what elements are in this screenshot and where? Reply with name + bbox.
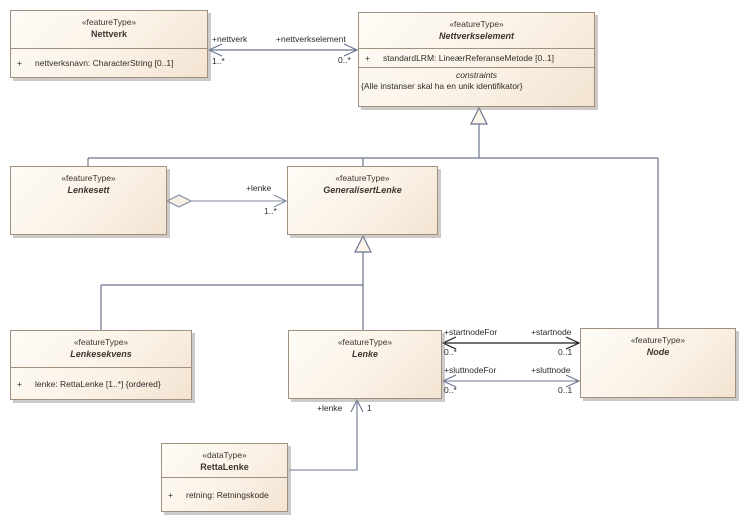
multiplicity-label: 0..* — [444, 347, 457, 357]
stereotype-label: «featureType» — [449, 19, 504, 29]
attribute-text: retning: Retningskode — [186, 489, 269, 500]
role-label-nettverkselement: +nettverkselement — [276, 34, 346, 44]
stereotype-label: «featureType» — [73, 337, 129, 347]
role-label-lenke: +lenke — [246, 183, 272, 193]
class-nettverk[interactable]: «featureType» Nettverk + nettverksnavn: … — [10, 10, 208, 78]
open-arrow-right-icon — [565, 336, 581, 350]
constraints-label: constraints — [455, 70, 498, 80]
class-generalisertlenke[interactable]: «featureType» GeneralisertLenke — [287, 166, 438, 235]
attribute-text: lenke: RettaLenke [1..*] {ordered} — [35, 378, 161, 389]
open-arrow-left-icon — [441, 336, 457, 350]
class-name: Node — [646, 347, 670, 357]
class-lenkesett[interactable]: «featureType» Lenkesett — [10, 166, 167, 235]
attribute-row: + retning: Retningskode — [168, 489, 269, 500]
class-lenke[interactable]: «featureType» Lenke — [288, 330, 442, 399]
attribute-row: + lenke: RettaLenke [1..*] {ordered} — [17, 378, 161, 389]
attribute-text: standardLRM: LineærReferanseMetode [0..1… — [383, 53, 555, 63]
stereotype-label: «featureType» — [630, 335, 686, 345]
constraint-text: {Alle instanser skal ha en unik identifi… — [361, 81, 523, 91]
multiplicity-label: 0..* — [338, 55, 351, 65]
class-name: Lenkesett — [67, 185, 110, 195]
attribute-text: nettverksnavn: CharacterString [0..1] — [35, 58, 174, 68]
association-startnode — [441, 336, 581, 350]
open-arrow-left-icon — [441, 374, 457, 388]
stereotype-label: «featureType» — [81, 17, 137, 27]
association-nettverk-nettverkselement — [207, 43, 359, 57]
attribute-row: + nettverksnavn: CharacterString [0..1] — [17, 58, 174, 68]
generalization-to-nettverkselement — [87, 106, 659, 329]
stereotype-label: «featureType» — [61, 173, 116, 183]
attribute-row: + standardLRM: LineærReferanseMetode [0.… — [365, 53, 555, 63]
class-name: Nettverk — [90, 29, 128, 39]
role-label-sluttnode: +sluttnode — [531, 365, 571, 375]
role-label-sluttnodefor: +sluttnodeFor — [444, 365, 497, 375]
class-name: Lenke — [351, 349, 378, 359]
multiplicity-label: 0..* — [444, 385, 457, 395]
role-label-startnode: +startnode — [531, 327, 572, 337]
class-name: GeneralisertLenke — [323, 185, 402, 195]
association-rettalenke-lenke — [289, 398, 364, 471]
class-name: Nettverkselement — [438, 31, 515, 41]
role-label-nettverk: +nettverk — [212, 34, 248, 44]
class-rettalenke[interactable]: «dataType» RettaLenke + retning: Retning… — [161, 443, 288, 512]
open-arrow-up-icon — [350, 398, 364, 413]
multiplicity-label: 1 — [367, 403, 372, 413]
multiplicity-label: 0..1 — [558, 385, 573, 395]
open-arrow-right-icon — [343, 43, 359, 57]
open-arrow-right-icon — [273, 194, 288, 208]
generalization-triangle-icon — [470, 106, 488, 125]
multiplicity-label: 1..* — [264, 206, 277, 216]
multiplicity-label: 1..* — [212, 56, 225, 66]
constraints-compartment: constraints {Alle instanser skal ha en u… — [359, 67, 594, 106]
stereotype-label: «dataType» — [202, 450, 247, 460]
class-lenkesekvens[interactable]: «featureType» Lenkesekvens + lenke: Rett… — [10, 330, 192, 400]
open-arrow-right-icon — [565, 374, 581, 388]
aggregation-diamond-icon — [165, 194, 193, 208]
generalization-triangle-icon — [354, 234, 372, 253]
role-label-startnodefor: +startnodeFor — [444, 327, 498, 337]
association-sluttnode — [441, 374, 581, 388]
multiplicity-label: 0..1 — [558, 347, 573, 357]
role-label-lenke-rettalenke: +lenke — [317, 403, 343, 413]
aggregation-lenkesett-generalisertlenke — [165, 194, 288, 208]
class-node[interactable]: «featureType» Node — [580, 328, 736, 398]
class-name: Lenkesekvens — [70, 349, 132, 359]
open-arrow-left-icon — [207, 43, 223, 57]
generalization-to-generalisertlenke — [100, 234, 372, 331]
class-name: RettaLenke — [200, 462, 249, 472]
stereotype-label: «featureType» — [337, 337, 393, 347]
stereotype-label: «featureType» — [335, 173, 390, 183]
class-nettverkselement[interactable]: «featureType» Nettverkselement + standar… — [358, 12, 595, 107]
